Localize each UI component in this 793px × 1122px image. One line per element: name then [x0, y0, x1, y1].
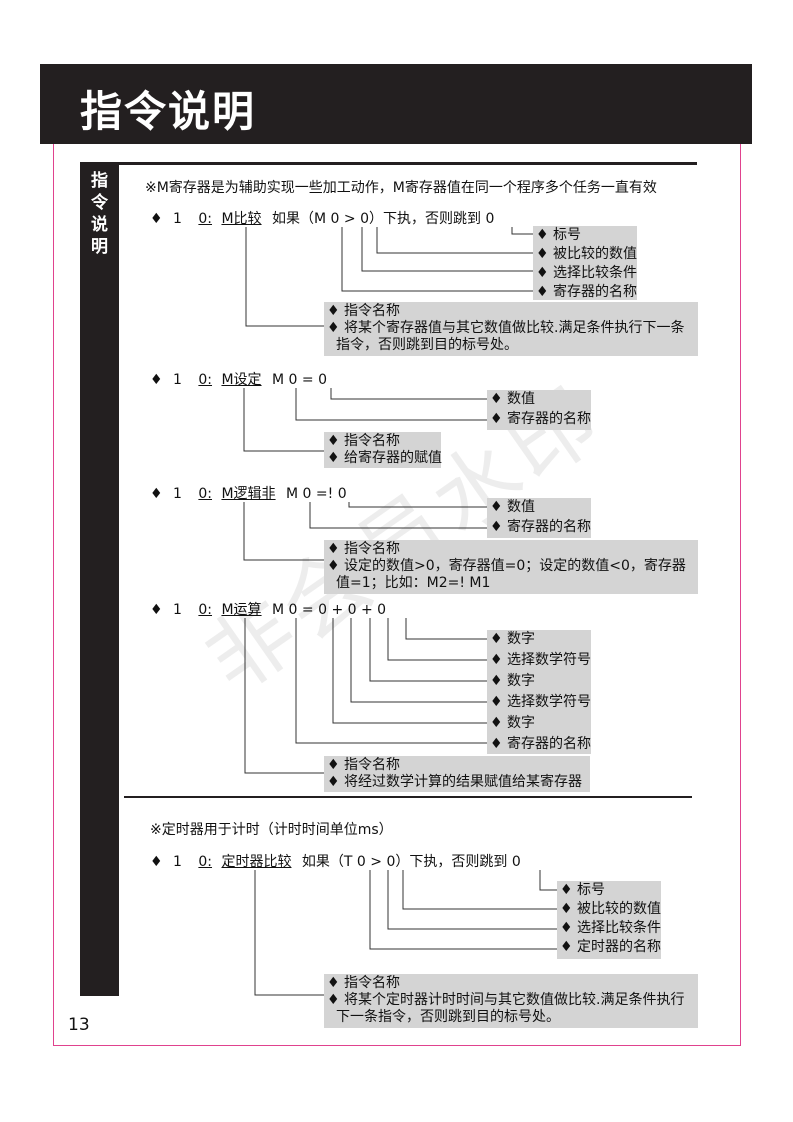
- bullet: ♦: [150, 602, 163, 618]
- op-index: 0:: [198, 602, 213, 618]
- page-frame: [53, 144, 741, 1046]
- compare-labels: ♦ 标号 ♦ 被比较的数值 ♦ 选择比较条件 ♦ 寄存器的名称: [533, 226, 637, 300]
- op-index: 0:: [198, 372, 213, 388]
- command-expression: M 0 = 0: [272, 372, 327, 388]
- op-index: 0:: [198, 211, 213, 227]
- set-labels: ♦ 数值 ♦ 寄存器的名称: [487, 390, 591, 430]
- label: ♦ 定时器的名称: [560, 939, 662, 955]
- line-number: 1: [173, 602, 182, 618]
- desc-line: ♦ 将某个定时器计时时间与其它数值做比较.满足条件执行: [327, 992, 685, 1008]
- line-number: 1: [173, 486, 182, 502]
- label: ♦ 选择数学符号: [490, 652, 592, 668]
- label: ♦ 数字: [490, 631, 536, 647]
- label: ♦ 数字: [490, 673, 536, 689]
- line-number: 1: [173, 854, 182, 870]
- logic-description: ♦ 指令名称 ♦ 设定的数值>0，寄存器值=0；设定的数值<0，寄存器 值=1；…: [324, 540, 698, 594]
- bullet: ♦: [150, 372, 163, 388]
- label: ♦ 寄存器的名称: [490, 411, 592, 427]
- op-index: 0:: [198, 854, 213, 870]
- page-title: 指令说明: [80, 87, 257, 136]
- logic-labels: ♦ 数值 ♦ 寄存器的名称: [487, 498, 591, 538]
- timer-note: ※定时器用于计时（计时时间单位ms）: [150, 822, 393, 838]
- bullet: ♦: [150, 211, 163, 227]
- command-name: M比较: [221, 211, 262, 227]
- calc-labels: ♦ 数字 ♦ 选择数学符号 ♦ 数字 ♦ 选择数学符号 ♦ 数字 ♦ 寄存器的名…: [487, 630, 591, 754]
- sidebar-label-char: 指: [91, 171, 108, 191]
- set-description: ♦ 指令名称 ♦ 给寄存器的赋值: [324, 432, 443, 468]
- label: ♦ 标号: [536, 227, 582, 243]
- label: ♦ 被比较的数值: [560, 901, 662, 917]
- desc-line: ♦ 设定的数值>0，寄存器值=0；设定的数值<0，寄存器: [327, 558, 686, 574]
- bullet: ♦: [150, 854, 163, 870]
- label: ♦ 数字: [490, 715, 536, 731]
- top-rule: [119, 162, 697, 165]
- command-expression: M 0 =! 0: [286, 486, 347, 502]
- compare-instruction: ♦ 1 0: M比较 如果（M 0 > 0）下执，否则跳到 0: [150, 211, 494, 228]
- section-divider: [124, 796, 692, 798]
- label: ♦ 选择比较条件: [536, 265, 638, 281]
- command-expression: M 0 = 0 + 0 + 0: [272, 602, 387, 618]
- m-register-note: ※M寄存器是为辅助实现一些加工动作，M寄存器值在同一个程序多个任务一直有效: [145, 180, 657, 196]
- label: ♦ 标号: [560, 882, 606, 898]
- timer-labels: ♦ 标号 ♦ 被比较的数值 ♦ 选择比较条件 ♦ 定时器的名称: [557, 881, 661, 959]
- label: ♦ 数值: [490, 391, 536, 407]
- desc-line: 值=1；比如：M2=! M1: [336, 575, 491, 591]
- sidebar-label-char: 说: [91, 215, 108, 235]
- command-name: M逻辑非: [221, 486, 276, 502]
- command-expression: 如果（M 0 > 0）下执，否则跳到 0: [272, 211, 495, 227]
- timer-instruction: ♦ 1 0: 定时器比较 如果（T 0 > 0）下执，否则跳到 0: [150, 854, 521, 871]
- desc-line: ♦ 指令名称: [327, 303, 401, 319]
- label: ♦ 被比较的数值: [536, 246, 638, 262]
- page-number: 13: [68, 1015, 90, 1035]
- desc-line: 指令，否则跳到目的标号处。: [336, 337, 518, 353]
- label: ♦ 选择数学符号: [490, 694, 592, 710]
- label: ♦ 数值: [490, 499, 536, 515]
- calc-instruction: ♦ 1 0: M运算 M 0 = 0 + 0 + 0: [150, 602, 386, 619]
- command-name: M运算: [221, 602, 262, 618]
- timer-description: ♦ 指令名称 ♦ 将某个定时器计时时间与其它数值做比较.满足条件执行 下一条指令…: [324, 974, 698, 1028]
- desc-line: ♦ 指令名称: [327, 975, 401, 991]
- sidebar-label-char: 明: [91, 237, 108, 257]
- command-expression: 如果（T 0 > 0）下执，否则跳到 0: [301, 854, 521, 870]
- command-name: 定时器比较: [221, 854, 292, 870]
- sidebar-tab: 指令说明: [80, 162, 119, 996]
- desc-line: ♦ 指令名称: [327, 757, 401, 773]
- sidebar-label-char: 令: [91, 193, 108, 213]
- desc-line: ♦ 指令名称: [327, 541, 401, 557]
- command-name: M设定: [221, 372, 262, 388]
- bullet: ♦: [150, 486, 163, 502]
- label: ♦ 寄存器的名称: [490, 736, 592, 752]
- logic-instruction: ♦ 1 0: M逻辑非 M 0 =! 0: [150, 486, 347, 503]
- calc-description: ♦ 指令名称 ♦ 将经过数学计算的结果赋值给某寄存器: [324, 756, 590, 792]
- desc-line: ♦ 给寄存器的赋值: [327, 450, 443, 466]
- desc-line: ♦ 将某个寄存器值与其它数值做比较.满足条件执行下一条: [327, 320, 685, 336]
- line-number: 1: [173, 211, 182, 227]
- compare-description: ♦ 指令名称 ♦ 将某个寄存器值与其它数值做比较.满足条件执行下一条 指令，否则…: [324, 302, 698, 356]
- label: ♦ 选择比较条件: [560, 920, 662, 936]
- label: ♦ 寄存器的名称: [490, 519, 592, 535]
- desc-line: ♦ 指令名称: [327, 433, 401, 449]
- line-number: 1: [173, 372, 182, 388]
- op-index: 0:: [198, 486, 213, 502]
- set-instruction: ♦ 1 0: M设定 M 0 = 0: [150, 372, 327, 389]
- desc-line: 下一条指令，否则跳到目的标号处。: [336, 1009, 560, 1025]
- sidebar-label: 指令说明: [80, 170, 119, 258]
- label: ♦ 寄存器的名称: [536, 284, 638, 300]
- page-header: 指令说明: [40, 64, 752, 144]
- desc-line: ♦ 将经过数学计算的结果赋值给某寄存器: [327, 774, 582, 790]
